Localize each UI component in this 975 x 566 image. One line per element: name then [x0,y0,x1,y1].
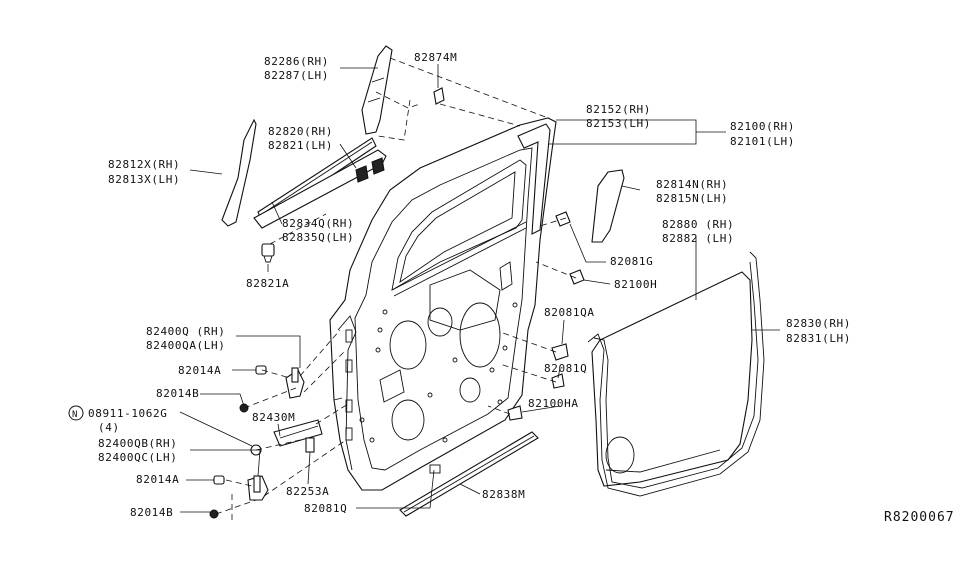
label-82812x: 82812X(RH) [108,158,180,171]
kicking-plate-82838m [399,431,539,517]
label-82821: 82821(LH) [268,139,333,152]
label-82814n: 82814N(RH) [656,178,728,191]
label-82081g: 82081G [610,255,653,268]
label-82081q-right: 82081Q [544,362,587,375]
label-82838m: 82838M [482,488,525,501]
leader-lines [179,64,780,513]
label-82100ha: 82100HA [528,397,579,410]
label-82400qc: 82400QC(LH) [98,451,177,464]
sealing-screen [591,271,753,487]
protector-82814n [591,169,625,243]
label-08911-qty: (4) [98,421,120,434]
fastener-82874m [433,87,445,105]
label-82100h: 82100H [614,278,657,291]
label-82287: 82287(LH) [264,69,329,82]
label-82014a-upper: 82014A [178,364,221,377]
door-check-82430m [273,419,323,447]
label-82880: 82880 (RH) [662,218,734,231]
label-82014b-lower: 82014B [130,506,173,519]
glass-run-channel [517,123,551,235]
sash-moulding [361,45,393,135]
alignment-lines [215,57,577,520]
label-82014b-upper: 82014B [156,387,199,400]
label-82820: 82820(RH) [268,125,333,138]
bolt-82014b-lower [209,509,219,519]
label-82081q-bottom: 82081Q [304,502,347,515]
label-82831: 82831(LH) [786,332,851,345]
clip-82100h [569,269,585,285]
label-82152: 82152(RH) [586,103,651,116]
label-82815n: 82815N(LH) [656,192,728,205]
label-82830: 82830(RH) [786,317,851,330]
clip-82100ha [507,405,523,421]
bolt-82014a-upper [255,365,267,375]
label-82100: 82100(RH) [730,120,795,133]
bolt-82014a-lower [213,475,225,485]
label-82430m: 82430M [252,411,295,424]
part-labels: 82286(RH) 82287(LH) 82874M 82820(RH) 828… [68,51,955,525]
label-82014a-lower: 82014A [136,473,179,486]
outer-weatherstrip [253,149,387,229]
outer-moulding [221,118,257,227]
label-82400qa: 82400QA(LH) [146,339,225,352]
label-82400qb: 82400QB(RH) [98,437,177,450]
label-82834q: 82834Q(RH) [282,217,354,230]
label-82821a: 82821A [246,277,289,290]
label-82081qa: 82081QA [544,306,595,319]
door-weatherstrip [587,251,765,497]
label-82874m: 82874M [414,51,457,64]
diagram-id: R8200067 [884,510,955,525]
nut-symbol-circle [68,405,84,421]
check-pin-82253a [305,437,315,453]
label-08911: 08911-1062G [88,407,167,420]
label-82400q: 82400Q (RH) [146,325,225,338]
label-82101: 82101(LH) [730,135,795,148]
label-08911-prefix: N [72,410,78,420]
label-82882: 82882 (LH) [662,232,734,245]
door-shell [329,117,557,491]
label-82253a: 82253A [286,485,329,498]
clip-82821a [261,243,275,263]
label-82153: 82153(LH) [586,117,651,130]
clip-82081qa [551,343,569,361]
label-82813x: 82813X(LH) [108,173,180,186]
upper-hinge [285,367,305,399]
lower-hinge [247,475,269,501]
label-82835q: 82835Q(LH) [282,231,354,244]
label-82286: 82286(RH) [264,55,329,68]
